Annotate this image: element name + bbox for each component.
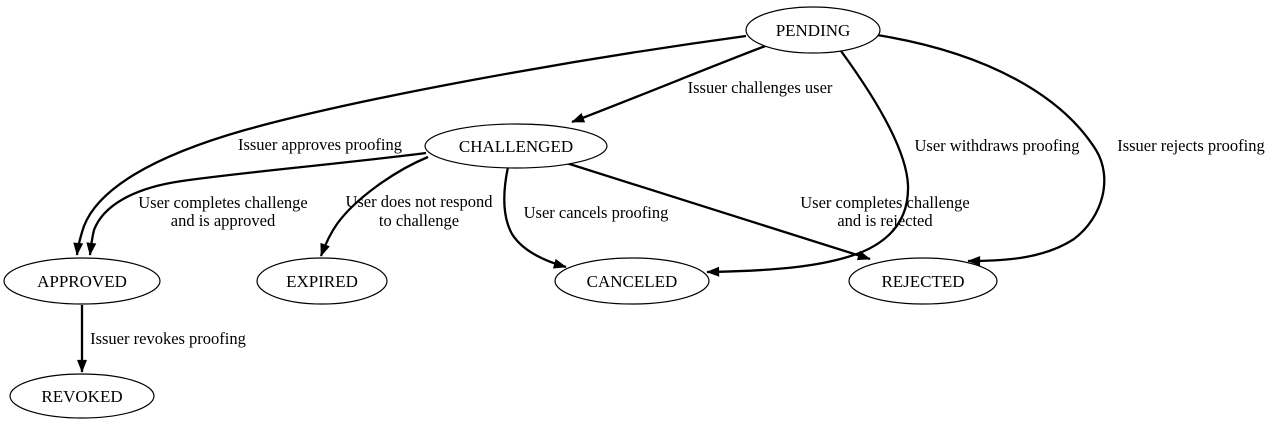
node-pending-shape: [745, 6, 881, 54]
edge-label-user-completes-challenge-approved: User completes challenge and is approved: [138, 193, 308, 230]
node-pending: PENDING: [745, 6, 881, 54]
node-canceled-label: CANCELED: [587, 272, 678, 291]
node-challenged-label: CHALLENGED: [459, 137, 573, 156]
node-canceled: CANCELED: [554, 257, 710, 305]
edge-group: [73, 33, 1106, 373]
node-rejected: REJECTED: [848, 257, 998, 305]
edge-label-user-completes-challenge-rejected: User completes challenge and is rejected: [800, 193, 970, 230]
edge-label-issuer-approves-proofing: Issuer approves proofing: [238, 135, 402, 154]
edge-label-user-completes-challenge-approved-line2: and is approved: [171, 211, 276, 230]
edge-pending-approved: [73, 34, 747, 256]
node-approved-label: APPROVED: [37, 272, 127, 291]
edge-pending-challenged: [571, 43, 769, 124]
node-approved-shape: [3, 257, 161, 305]
node-canceled-shape: [554, 257, 710, 305]
edge-pending-canceled: [706, 50, 910, 277]
node-expired-shape: [256, 257, 388, 305]
node-expired: EXPIRED: [256, 257, 388, 305]
edge-label-user-withdraws-proofing: User withdraws proofing: [915, 136, 1080, 155]
edge-label-issuer-rejects-proofing: Issuer rejects proofing: [1117, 136, 1265, 155]
edge-challenged-approved: [86, 151, 427, 256]
node-group: PENDING CHALLENGED APPROVED EXPIRED CANC…: [3, 6, 998, 419]
edge-label-group: Issuer challenges user Issuer approves p…: [90, 78, 1265, 348]
edge-challenged-rejected: [559, 159, 871, 261]
node-revoked-label: REVOKED: [41, 387, 122, 406]
edge-label-user-completes-challenge-approved-line1: User completes challenge: [138, 193, 308, 212]
edge-label-user-completes-challenge-rejected-line1: User completes challenge: [800, 193, 970, 212]
node-approved: APPROVED: [3, 257, 161, 305]
edge-challenged-canceled: [503, 166, 567, 269]
node-rejected-shape: [848, 257, 998, 305]
edge-label-user-does-not-respond-line2: to challenge: [379, 211, 459, 230]
edge-challenged-expired: [319, 155, 429, 257]
edge-label-user-does-not-respond-line1: User does not respond: [345, 192, 493, 211]
node-challenged-shape: [424, 123, 608, 169]
node-challenged: CHALLENGED: [424, 123, 608, 169]
edge-label-issuer-challenges-user: Issuer challenges user: [688, 78, 833, 97]
edge-label-user-completes-challenge-rejected-line2: and is rejected: [837, 211, 933, 230]
node-pending-label: PENDING: [776, 21, 851, 40]
edge-label-user-cancels-proofing: User cancels proofing: [524, 203, 669, 222]
node-revoked: REVOKED: [9, 373, 155, 419]
edge-pending-rejected: [876, 33, 1106, 266]
node-revoked-shape: [9, 373, 155, 419]
edge-label-issuer-revokes-proofing: Issuer revokes proofing: [90, 329, 246, 348]
edge-label-user-does-not-respond: User does not respond to challenge: [345, 192, 493, 230]
node-rejected-label: REJECTED: [881, 272, 964, 291]
node-expired-label: EXPIRED: [286, 272, 358, 291]
